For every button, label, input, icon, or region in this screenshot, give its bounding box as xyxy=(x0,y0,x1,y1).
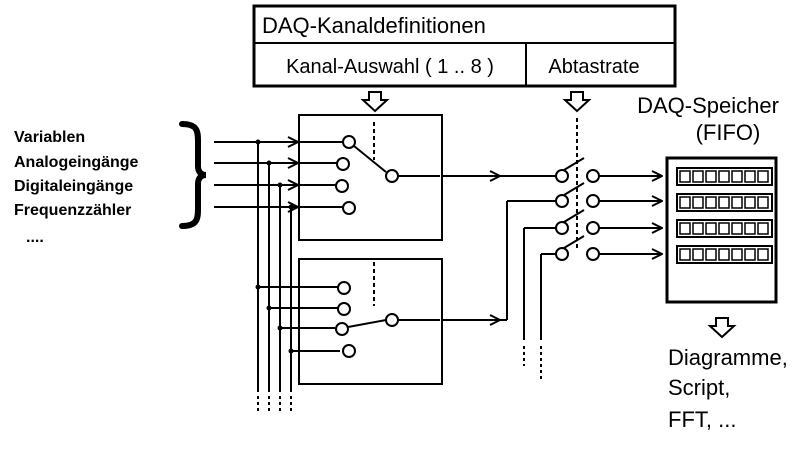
sample-rate-label: Abtastrate xyxy=(548,56,639,78)
fifo-row xyxy=(676,245,773,264)
source-brace xyxy=(179,121,207,229)
output-fft: FFT, ... xyxy=(668,407,736,432)
sample-rate-down-arrow-icon xyxy=(562,91,592,113)
channel-select-label: Kanal-Auswahl ( 1 .. 8 ) xyxy=(286,56,494,78)
daq-memory-fifo xyxy=(665,156,778,304)
definition-title: DAQ-Kanaldefinitionen xyxy=(262,13,486,38)
fifo-row xyxy=(676,219,773,238)
sample-rate-switches xyxy=(555,118,662,261)
output-script: Script, xyxy=(668,375,730,400)
fifo-row xyxy=(676,193,773,212)
memory-title: DAQ-Speicher xyxy=(637,93,779,118)
output-list: Diagramme, Script, FFT, ... xyxy=(668,345,788,432)
selector-down-arrow-icon xyxy=(360,91,390,113)
source-frequency-counter: Frequenzzähler xyxy=(14,202,131,219)
source-list: Variablen Analogeingänge Digitaleingänge… xyxy=(14,129,139,246)
source-digital-inputs: Digitaleingänge xyxy=(14,178,133,195)
channel-selector-2 xyxy=(298,258,443,385)
output-diagrams: Diagramme, xyxy=(668,345,788,370)
bus-lines xyxy=(255,139,294,412)
channel-definition-box: DAQ-Kanaldefinitionen Kanal-Auswahl ( 1 … xyxy=(252,4,677,88)
channel-selector-1 xyxy=(298,114,443,241)
memory-subtitle: (FIFO) xyxy=(696,120,761,145)
source-more: .... xyxy=(26,229,44,246)
fifo-row xyxy=(676,167,773,186)
input-lines xyxy=(214,142,298,207)
selector-output-lines xyxy=(442,176,557,382)
source-variables: Variablen xyxy=(14,129,85,146)
daq-memory-label: DAQ-Speicher (FIFO) xyxy=(637,93,779,145)
source-analog-inputs: Analogeingänge xyxy=(14,154,139,171)
memory-down-arrow-icon xyxy=(707,317,737,339)
